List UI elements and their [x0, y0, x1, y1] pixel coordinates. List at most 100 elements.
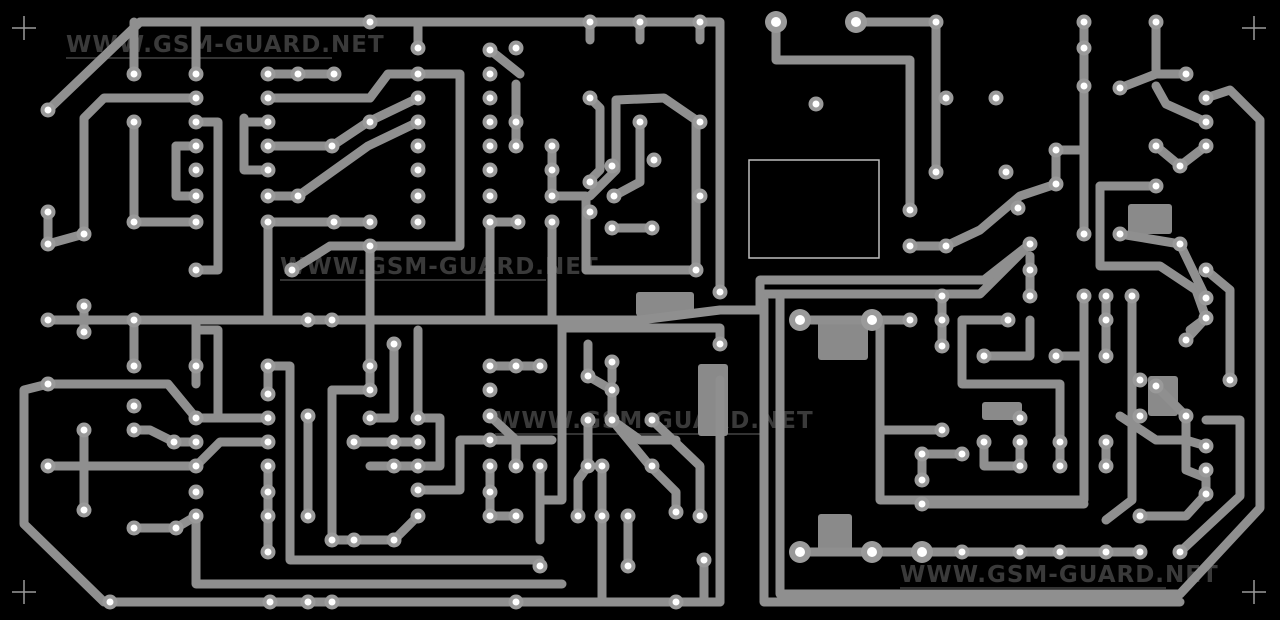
pad	[482, 162, 498, 178]
pad	[362, 410, 378, 426]
pad	[582, 14, 598, 30]
pad	[410, 66, 426, 82]
crosshair-icon	[1242, 580, 1266, 604]
pad	[386, 434, 402, 450]
pad	[1048, 142, 1064, 158]
crosshair-icon	[1242, 16, 1266, 40]
pad	[410, 482, 426, 498]
pad	[126, 422, 142, 438]
pad	[902, 312, 918, 328]
pad	[260, 188, 276, 204]
pad	[1148, 378, 1164, 394]
pad	[410, 162, 426, 178]
pad	[290, 188, 306, 204]
pad	[532, 458, 548, 474]
pad	[362, 114, 378, 130]
pad	[76, 422, 92, 438]
pad	[188, 214, 204, 230]
pad	[188, 484, 204, 500]
pad	[765, 11, 787, 33]
pad	[510, 214, 526, 230]
pad	[1172, 544, 1188, 560]
pad	[632, 114, 648, 130]
pad	[1052, 544, 1068, 560]
pad	[692, 114, 708, 130]
pad	[1076, 78, 1092, 94]
pad	[1124, 288, 1140, 304]
pad	[1076, 40, 1092, 56]
pad	[1198, 114, 1214, 130]
pad	[938, 238, 954, 254]
pad	[606, 188, 622, 204]
pad	[126, 114, 142, 130]
pad	[410, 410, 426, 426]
pad	[410, 458, 426, 474]
pad	[620, 508, 636, 524]
pad	[954, 544, 970, 560]
pad	[326, 214, 342, 230]
pad	[544, 188, 560, 204]
pad	[482, 382, 498, 398]
pad	[508, 358, 524, 374]
pad	[604, 220, 620, 236]
pad	[712, 284, 728, 300]
crosshair-icon	[12, 580, 36, 604]
pad	[692, 188, 708, 204]
pad	[410, 114, 426, 130]
pad	[1048, 348, 1064, 364]
pad	[1198, 90, 1214, 106]
pad	[1198, 290, 1214, 306]
pad	[1022, 236, 1038, 252]
pad	[290, 66, 306, 82]
pad	[938, 90, 954, 106]
pad	[126, 520, 142, 536]
pad	[668, 594, 684, 610]
pad	[508, 458, 524, 474]
pad	[1076, 288, 1092, 304]
pad	[188, 138, 204, 154]
pad	[362, 238, 378, 254]
pad	[1098, 544, 1114, 560]
pad	[188, 358, 204, 374]
pad	[508, 508, 524, 524]
pad	[976, 434, 992, 450]
pad	[1198, 138, 1214, 154]
pad	[386, 336, 402, 352]
pad	[544, 162, 560, 178]
pad	[914, 496, 930, 512]
pad	[260, 66, 276, 82]
pad	[911, 541, 933, 563]
pad	[1012, 410, 1028, 426]
pad	[688, 262, 704, 278]
pad	[620, 558, 636, 574]
pad	[594, 458, 610, 474]
pad	[1022, 262, 1038, 278]
pad	[1148, 178, 1164, 194]
pad	[260, 138, 276, 154]
pad	[102, 594, 118, 610]
pad	[845, 11, 867, 33]
pad	[324, 532, 340, 548]
pad	[508, 138, 524, 154]
pad	[1172, 158, 1188, 174]
pad	[1198, 438, 1214, 454]
pad	[76, 502, 92, 518]
pad	[40, 376, 56, 392]
pad	[410, 188, 426, 204]
pad	[76, 226, 92, 242]
pad	[1132, 372, 1148, 388]
pad	[40, 458, 56, 474]
pad	[808, 96, 824, 112]
pad	[861, 541, 883, 563]
pad	[914, 472, 930, 488]
registration-marks	[12, 16, 1266, 604]
pad	[188, 162, 204, 178]
pad	[1048, 176, 1064, 192]
pad	[410, 40, 426, 56]
pad	[482, 138, 498, 154]
pad	[410, 508, 426, 524]
pad	[1132, 408, 1148, 424]
pad	[1012, 544, 1028, 560]
pad	[324, 312, 340, 328]
